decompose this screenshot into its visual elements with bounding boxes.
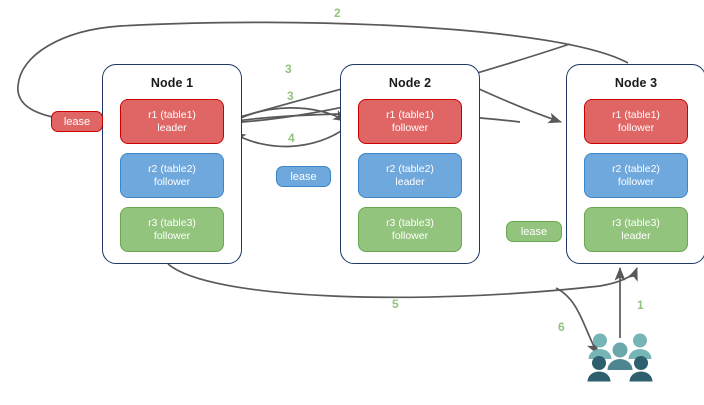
replica-role: leader	[157, 121, 187, 134]
replica-r2[interactable]: r2 (table2) follower	[120, 153, 224, 198]
replica-name: r1 (table1)	[148, 108, 196, 121]
step-label-1: 1	[637, 298, 644, 312]
lease-box-table2[interactable]: lease	[276, 166, 331, 187]
arrow-step-2	[17, 21, 629, 127]
node-card-node-3[interactable]: Node 3 r1 (table1) follower r2 (table2) …	[566, 64, 704, 264]
replica-r1[interactable]: r1 (table1) follower	[584, 99, 688, 144]
replica-r1[interactable]: r1 (table1) leader	[120, 99, 224, 144]
arrow-step-6	[555, 287, 599, 355]
replica-role: follower	[391, 229, 429, 242]
replica-name: r1 (table1)	[386, 108, 434, 121]
replica-role: follower	[391, 121, 429, 134]
step-label-4: 4	[288, 131, 295, 145]
replica-name: r2 (table2)	[386, 162, 434, 175]
replica-r3[interactable]: r3 (table3) follower	[120, 207, 224, 252]
node-card-node-1[interactable]: Node 1 r1 (table1) leader r2 (table2) fo…	[102, 64, 242, 264]
replica-name: r3 (table3)	[148, 216, 196, 229]
replica-role: leader	[621, 229, 651, 242]
replica-name: r2 (table2)	[148, 162, 196, 175]
arrow-step-5	[167, 263, 638, 299]
replica-role: leader	[395, 175, 425, 188]
node-title: Node 1	[150, 76, 194, 90]
replica-r2[interactable]: r2 (table2) leader	[358, 153, 462, 198]
lease-box-table3[interactable]: lease	[506, 221, 562, 242]
step-label-3b: 3	[287, 89, 294, 103]
replica-role: follower	[617, 121, 655, 134]
step-label-5: 5	[392, 297, 399, 311]
replica-role: follower	[617, 175, 655, 188]
node-title: Node 3	[614, 76, 658, 90]
replica-r3[interactable]: r3 (table3) leader	[584, 207, 688, 252]
replica-role: follower	[153, 229, 191, 242]
replica-r1[interactable]: r1 (table1) follower	[358, 99, 462, 144]
lease-box-table1[interactable]: lease	[51, 111, 103, 132]
replica-name: r3 (table3)	[612, 216, 660, 229]
replica-name: r2 (table2)	[612, 162, 660, 175]
arrow-step-4-node2-to-node1	[232, 125, 349, 148]
replica-role: follower	[153, 175, 191, 188]
users-icon	[587, 333, 653, 382]
replica-r2[interactable]: r2 (table2) follower	[584, 153, 688, 198]
replica-name: r3 (table3)	[386, 216, 434, 229]
step-label-2: 2	[334, 6, 341, 20]
replica-name: r1 (table1)	[612, 108, 660, 121]
step-label-6: 6	[558, 320, 565, 334]
node-card-node-2[interactable]: Node 2 r1 (table1) follower r2 (table2) …	[340, 64, 480, 264]
node-title: Node 2	[388, 76, 432, 90]
replica-r3[interactable]: r3 (table3) follower	[358, 207, 462, 252]
step-label-3a: 3	[285, 62, 292, 76]
